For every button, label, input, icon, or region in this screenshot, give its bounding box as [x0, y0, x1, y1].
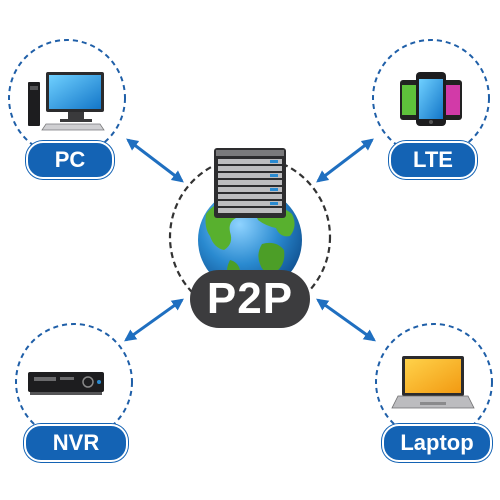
arrow-laptop: [316, 298, 376, 342]
nvr-recorder-icon: [28, 372, 104, 395]
arrow-pc: [126, 138, 184, 183]
arrow-lte: [316, 138, 374, 183]
device-label-laptop: Laptop: [382, 424, 492, 462]
center-label-p2p: P2P: [190, 270, 310, 328]
laptop-icon: [391, 356, 475, 409]
arrow-nvr: [124, 298, 184, 342]
device-label-nvr: NVR: [24, 424, 128, 462]
desktop-computer-icon: [28, 72, 105, 131]
device-label-lte: LTE: [389, 141, 477, 179]
server-rack-icon: [214, 148, 286, 218]
smartphones-icon: [400, 72, 462, 126]
device-label-pc: PC: [26, 141, 114, 179]
